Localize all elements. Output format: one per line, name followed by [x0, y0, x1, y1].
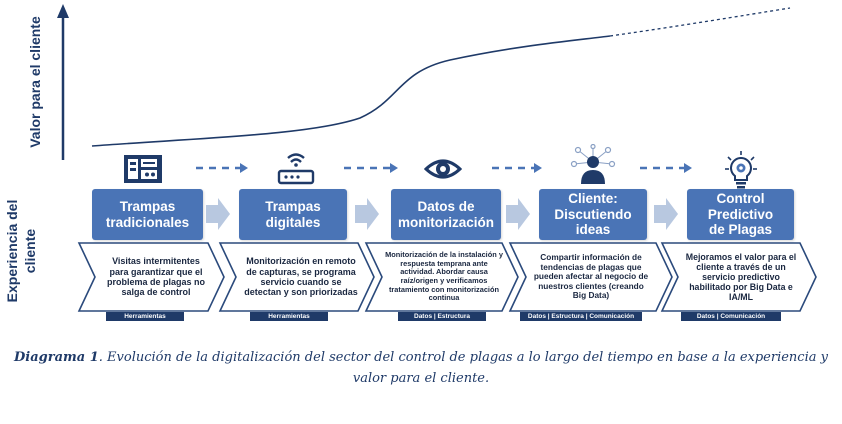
- router-wifi-icon: [277, 153, 315, 185]
- stage-title: Trampas tradicionales: [105, 198, 190, 230]
- stage-box-cliente-discutiendo-ideas: Cliente: Discutiendo ideas: [539, 189, 647, 240]
- stage-description: Monitorización de la instalación y respu…: [385, 250, 503, 303]
- stage-title: Datos de monitorización: [397, 198, 494, 230]
- y-axis-top-label: Valor para el cliente: [27, 16, 43, 148]
- dashed-arrowhead-2: [390, 163, 398, 173]
- block-arrow-4: [654, 198, 678, 230]
- stage-tag: Datos | Estructura | Comunicación: [520, 312, 642, 321]
- stage-tag: Datos | Estructura: [398, 312, 486, 321]
- stage-box-datos-monitorizacion: Datos de monitorización: [391, 189, 501, 240]
- stage-title: Trampas digitales: [265, 198, 321, 230]
- stage-box-trampas-tradicionales: Trampas tradicionales: [92, 189, 203, 240]
- y-axis-bottom-label-line1: Experiencia del: [4, 199, 20, 303]
- block-arrow-2: [355, 198, 379, 230]
- dashed-arrowhead-1: [240, 163, 248, 173]
- y-axis-bottom-label-line2: cliente: [22, 228, 38, 274]
- stage-description: Monitorización en remoto de capturas, se…: [244, 256, 358, 298]
- y-axis-arrowhead: [57, 4, 69, 18]
- y-axis-bottom-label: Experiencia del cliente: [3, 186, 41, 316]
- stage-title: Control Predictivo de Plagas: [707, 191, 774, 238]
- trap-device-icon: [124, 155, 162, 183]
- stage-box-control-predictivo: Control Predictivo de Plagas: [687, 189, 794, 240]
- eye-icon: [424, 159, 462, 179]
- dashed-arrowhead-3: [534, 163, 542, 173]
- stage-description: Mejoramos el valor para el cliente a tra…: [685, 251, 797, 303]
- caption-text: . Evolución de la digitalización del sec…: [98, 350, 828, 386]
- stage-tag: Herramientas: [250, 312, 328, 321]
- person-network-icon: [570, 144, 616, 184]
- lightbulb-gear-icon: [725, 151, 757, 189]
- chevron-2: [218, 242, 375, 312]
- chevron-5: [660, 242, 817, 312]
- stage-description: Compartir información de tendencias de p…: [533, 252, 649, 301]
- stage-title: Cliente: Discutiendo ideas: [554, 191, 632, 238]
- stage-description: Visitas intermitentes para garantizar qu…: [106, 256, 206, 298]
- block-arrow-1: [206, 198, 230, 230]
- block-arrow-3: [506, 198, 530, 230]
- stage-tag: Herramientas: [106, 312, 184, 321]
- figure-caption: Diagrama 1. Evolución de la digitalizaci…: [0, 347, 842, 389]
- dashed-arrowhead-4: [684, 163, 692, 173]
- stage-box-trampas-digitales: Trampas digitales: [239, 189, 347, 240]
- caption-label: Diagrama 1: [14, 350, 99, 365]
- value-curve-projection: [609, 7, 791, 37]
- chevron-3: [364, 242, 519, 312]
- chevron-4: [508, 242, 673, 312]
- stage-tag: Datos | Comunicación: [681, 312, 781, 321]
- value-curve: [91, 35, 611, 147]
- chevron-1: [77, 242, 225, 312]
